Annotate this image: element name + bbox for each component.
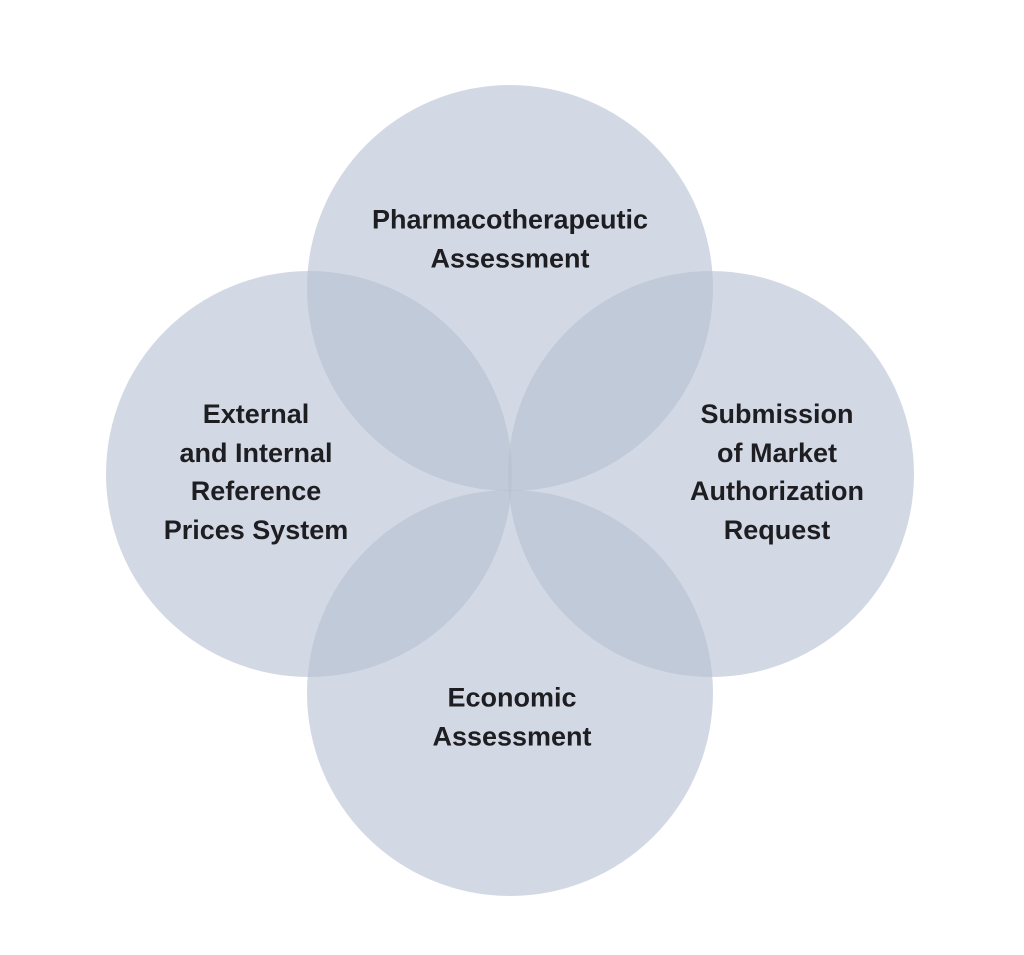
label-line: External	[202, 399, 310, 429]
label-line: Prices System	[163, 514, 349, 545]
label-line: Pharmacotherapeutic	[371, 204, 649, 235]
label-economic-assessment: Economic Assessment	[432, 679, 591, 756]
label-line: Economic	[447, 682, 577, 713]
label-reference-prices-system: External and Internal Reference Prices S…	[164, 395, 349, 549]
label-line: Assessment	[430, 243, 590, 273]
label-line: Reference	[190, 476, 322, 506]
label-pharmacotherapeutic-assessment: Pharmacotherapeutic Assessment	[372, 201, 648, 278]
label-line: Assessment	[432, 721, 592, 751]
label-line: Authorization	[690, 476, 864, 506]
circle-economic-assessment	[307, 490, 713, 896]
label-line: Request	[723, 514, 831, 545]
label-line: and Internal	[179, 437, 333, 468]
label-market-authorization: Submission of Market Authorization Reque…	[690, 395, 864, 549]
label-line: Submission	[700, 399, 854, 429]
label-line: of Market	[716, 437, 838, 468]
